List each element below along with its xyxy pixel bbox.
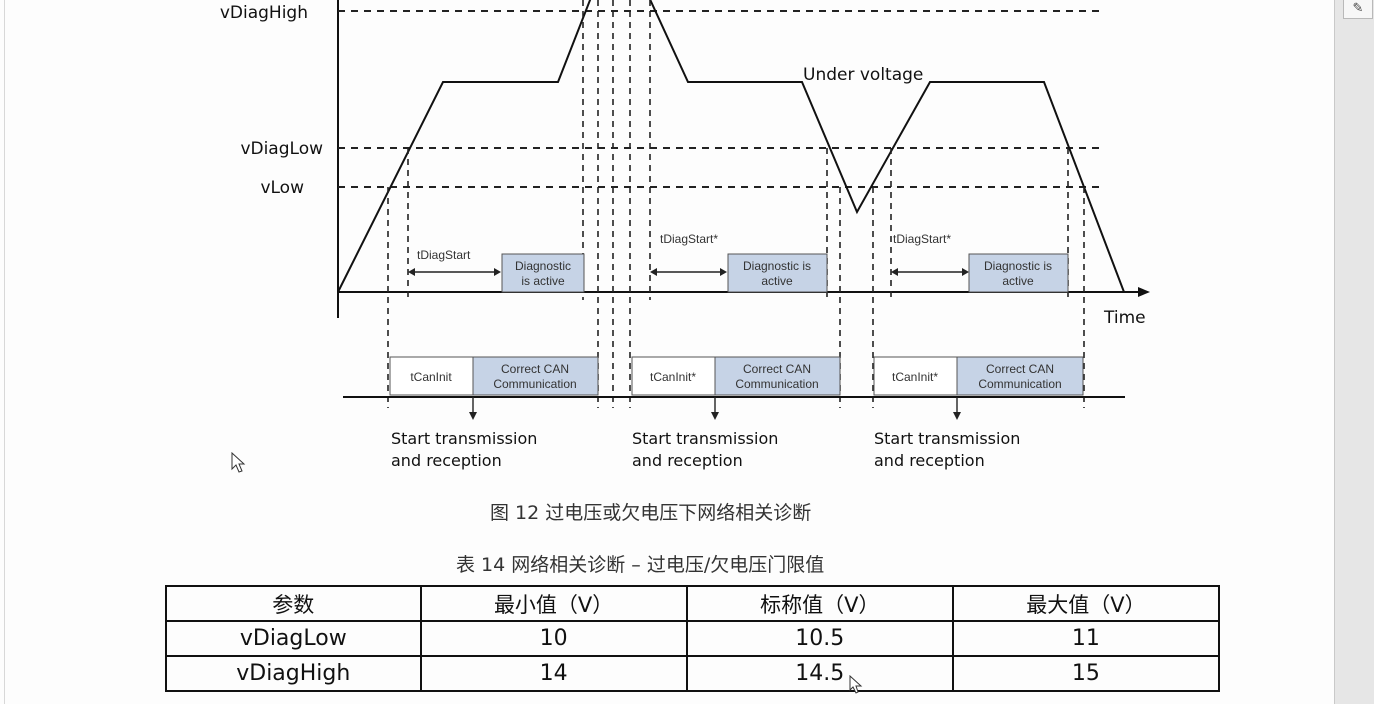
start-tx-3-line2: and reception (874, 451, 985, 470)
pencil-icon: ✎ (1352, 1, 1364, 16)
cell-min: 10 (419, 620, 688, 657)
start-tx-1-line2: and reception (391, 451, 502, 470)
tdiagstart-label-1: tDiagStart (417, 248, 471, 262)
diag-box-2-line2: active (761, 274, 793, 288)
vdiaghigh-label: vDiagHigh (220, 3, 308, 23)
start-tx-2-line1: Start transmission (632, 429, 778, 448)
edit-button[interactable]: ✎ (1343, 0, 1373, 19)
diagnostic-box-1 (501, 253, 585, 293)
can-box-2-line1: Correct CAN (743, 362, 811, 376)
can-box-1-line2: Communication (493, 377, 576, 391)
header-min: 最小值（V） (419, 585, 688, 622)
cell-param: vDiagHigh (165, 655, 422, 692)
tdiagstart-label-2: tDiagStart* (660, 232, 718, 246)
header-max: 最大值（V） (951, 585, 1221, 622)
cell-nominal: 14.5 (685, 655, 954, 692)
diag-box-2-line1: Diagnostic is (743, 259, 811, 273)
cell-nominal: 10.5 (685, 620, 954, 657)
start-arrows (472, 397, 958, 414)
page-edge (4, 0, 5, 704)
header-nominal: 标称值（V） (685, 585, 954, 622)
can-box-2-line2: Communication (735, 377, 818, 391)
diagnostic-box-3 (968, 253, 1069, 293)
diag-box-3-line2: active (1002, 274, 1034, 288)
vlow-label: vLow (260, 178, 304, 198)
cell-max: 11 (951, 620, 1221, 657)
table-row: vDiagHigh 14 14.5 15 (165, 655, 1221, 692)
mouse-cursor-icon (231, 452, 246, 473)
diagnostic-box-2 (727, 253, 828, 293)
vertical-scrollbar[interactable] (1334, 0, 1374, 704)
tdiagstart-label-3: tDiagStart* (893, 232, 951, 246)
diag-box-1-line2: is active (521, 274, 565, 288)
tcaninit-box-3 (873, 356, 958, 396)
voltage-curve-fall (649, 0, 1125, 293)
diag-box-3-line1: Diagnostic is (984, 259, 1052, 273)
can-box-1-line1: Correct CAN (501, 362, 569, 376)
table-header-row: 参数 最小值（V） 标称值（V） 最大值（V） (165, 585, 1221, 622)
can-box-3-line1: Correct CAN (986, 362, 1054, 376)
time-label: Time (1103, 308, 1146, 328)
mouse-cursor-icon (849, 675, 863, 694)
cell-min: 14 (419, 655, 688, 692)
tcaninit-label-1: tCanInit (410, 370, 452, 384)
tdiag-arrowheads (408, 268, 969, 276)
tcaninit-label-3: tCanInit* (892, 370, 938, 384)
start-tx-2-line2: and reception (632, 451, 743, 470)
timing-markers (387, 0, 1085, 408)
start-tx-3-line1: Start transmission (874, 429, 1020, 448)
cell-max: 15 (951, 655, 1221, 692)
start-arrowheads (469, 412, 961, 420)
time-axis-arrow (1138, 287, 1150, 297)
voltage-diagnostic-diagram: vDiagHigh vDiagLow vLow Under voltage Ti… (220, 0, 1150, 470)
can-box-1 (472, 356, 599, 396)
tcaninit-label-2: tCanInit* (650, 370, 696, 384)
threshold-table: 参数 最小值（V） 标称值（V） 最大值（V） vDiagLow 10 10.5… (165, 585, 1221, 692)
start-tx-1-line1: Start transmission (391, 429, 537, 448)
vdiaglow-label: vDiagLow (240, 139, 323, 159)
diag-box-1-line1: Diagnostic (515, 259, 571, 273)
voltage-curve-rise (337, 0, 592, 293)
figure-caption: 图 12 过电压或欠电压下网络相关诊断 (490, 502, 812, 524)
tcaninit-box-1 (389, 356, 474, 396)
table-row: vDiagLow 10 10.5 11 (165, 620, 1221, 657)
cell-param: vDiagLow (165, 620, 422, 657)
header-param: 参数 (165, 585, 422, 622)
table-caption: 表 14 网络相关诊断 – 过电压/欠电压门限值 (456, 554, 825, 576)
can-box-3-line2: Communication (978, 377, 1061, 391)
can-box-3 (956, 356, 1084, 396)
under-voltage-label: Under voltage (803, 65, 923, 85)
can-box-2 (714, 356, 841, 396)
